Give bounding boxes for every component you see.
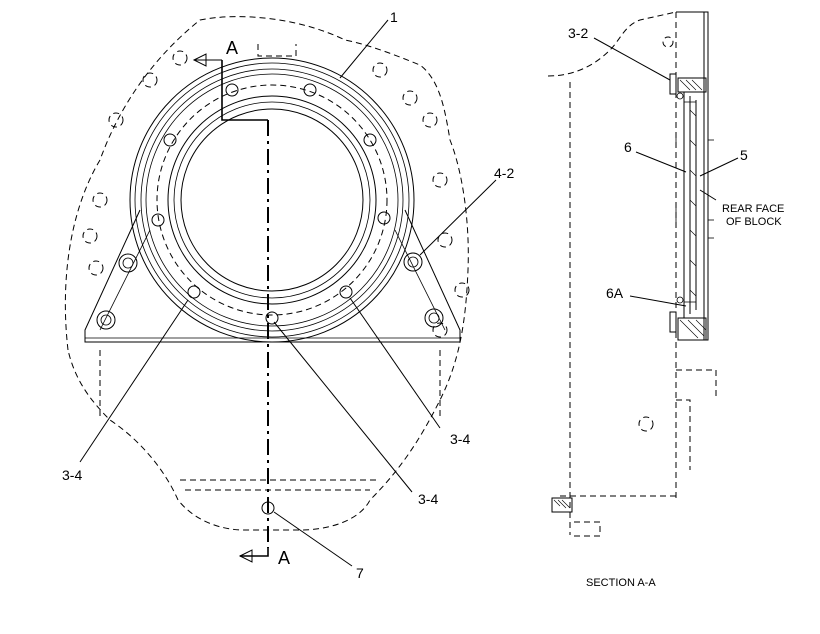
flywheel-housing-outline <box>64 16 470 531</box>
callout-labels: 1 3-2 4-2 3-4 3-4 3-4 7 6 5 6A A A REAR … <box>62 9 784 589</box>
section-line-a-a <box>192 53 275 563</box>
section-marker-bottom: A <box>278 548 290 568</box>
rear-face-note-line2: OF BLOCK <box>726 216 782 228</box>
section-marker-top: A <box>226 38 238 58</box>
leader-lines <box>79 19 739 567</box>
callout-3-4-bottom: 3-4 <box>418 491 438 507</box>
rear-face-note-line1: REAR FACE <box>722 203 784 215</box>
callout-3-2: 3-2 <box>568 25 588 41</box>
callout-5: 5 <box>740 147 748 163</box>
seal-retainer <box>84 57 461 343</box>
callout-1: 1 <box>390 9 398 25</box>
callout-4-2: 4-2 <box>494 165 514 181</box>
section-title: SECTION A-A <box>586 577 656 589</box>
callout-7: 7 <box>356 565 364 581</box>
callout-6a: 6A <box>606 285 624 301</box>
callout-3-4-left: 3-4 <box>62 467 82 483</box>
section-a-a-view <box>547 11 717 537</box>
callout-3-4-right: 3-4 <box>450 431 470 447</box>
callout-6: 6 <box>624 139 632 155</box>
